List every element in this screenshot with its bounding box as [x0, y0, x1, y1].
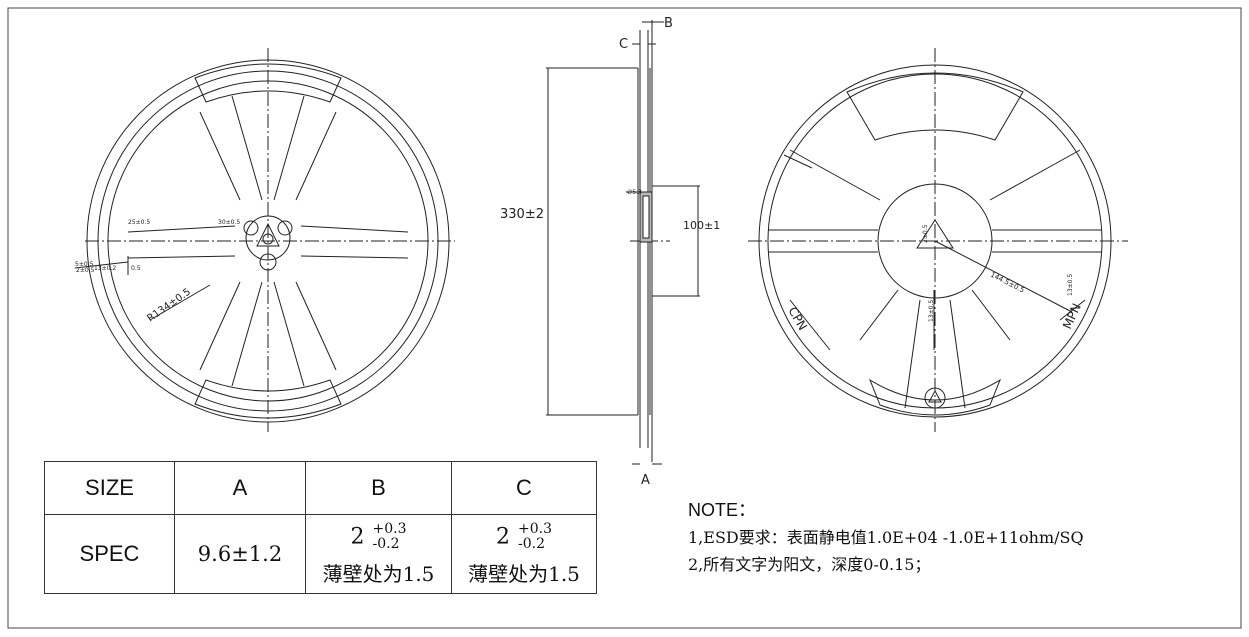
front-view-reel	[74, 48, 455, 432]
row-label-spec: SPEC	[44, 514, 175, 594]
spec-b-minus: -0.2	[372, 535, 400, 552]
header-size: SIZE	[44, 461, 175, 515]
notes-title: NOTE：	[688, 500, 757, 520]
hub-label: 100±1	[683, 219, 720, 232]
diameter-label: 330±2	[500, 207, 544, 222]
note-line-2: 2,所有文字为阳文，深度0-0.15；	[688, 555, 931, 574]
cpn-label: CPN	[785, 305, 809, 333]
header-c: C	[451, 461, 597, 515]
side-view-reel	[546, 20, 700, 465]
spec-c-note: 薄壁处为1.5	[468, 561, 580, 586]
spec-a-value: 9.6±1.2	[174, 514, 306, 594]
note-line-1: 1,ESD要求：表面静电值1.0E+04 -1.0E+11ohm/SQ	[688, 528, 1084, 547]
small-dim-3: 5±0.5	[75, 261, 94, 268]
right-dim-1: 144.5±0.5	[989, 271, 1026, 295]
spec-c-cell: 2 +0.3-0.2 薄壁处为1.5	[451, 514, 597, 594]
mpn-label: MPN	[1060, 301, 1084, 331]
dim-c-label: C	[619, 37, 628, 52]
spec-c-plus: +0.3	[518, 520, 552, 537]
notes-block: NOTE： 1,ESD要求：表面静电值1.0E+04 -1.0E+11ohm/S…	[688, 497, 1084, 578]
header-b: B	[305, 461, 452, 515]
small-dim-6: 0.5	[131, 265, 141, 272]
right-dim-4: 13±0.5	[1067, 274, 1074, 296]
small-dim-4: 2±0.5	[76, 267, 95, 274]
side-small-label: ∅5.3	[627, 189, 642, 196]
spec-b-plus: +0.3	[372, 520, 407, 537]
right-dim-2: 2±0.5	[922, 224, 929, 243]
drawing-frame	[7, 7, 1242, 629]
spec-table: SIZE A B C SPEC 9.6±1.2 2+0.3-0.2 薄壁处为1.…	[44, 461, 597, 594]
spec-b-note: 薄壁处为1.5	[322, 561, 435, 586]
back-view-reel	[748, 48, 1128, 432]
dim-a-label: A	[641, 473, 650, 488]
spec-b-main: 2	[350, 524, 365, 549]
table-header-row: SIZE A B C	[44, 461, 597, 515]
table-spec-row: SPEC 9.6±1.2 2+0.3-0.2 薄壁处为1.5 2+0.3-0.2…	[44, 514, 597, 594]
dim-b-label: B	[664, 16, 673, 31]
radius-label: R134±0.5	[145, 287, 193, 325]
spec-c-main: 2	[496, 524, 510, 549]
right-dim-3: 13±0.5	[928, 300, 935, 322]
spec-c-minus: -0.2	[518, 535, 545, 552]
header-a: A	[174, 461, 306, 515]
spec-b-cell: 2 +0.3-0.2 薄壁处为1.5	[305, 514, 452, 594]
small-dim-5: 13±0.2	[94, 265, 116, 272]
small-dim-2: 30±0.5	[218, 219, 240, 226]
small-dim-1: 25±0.5	[128, 219, 150, 226]
